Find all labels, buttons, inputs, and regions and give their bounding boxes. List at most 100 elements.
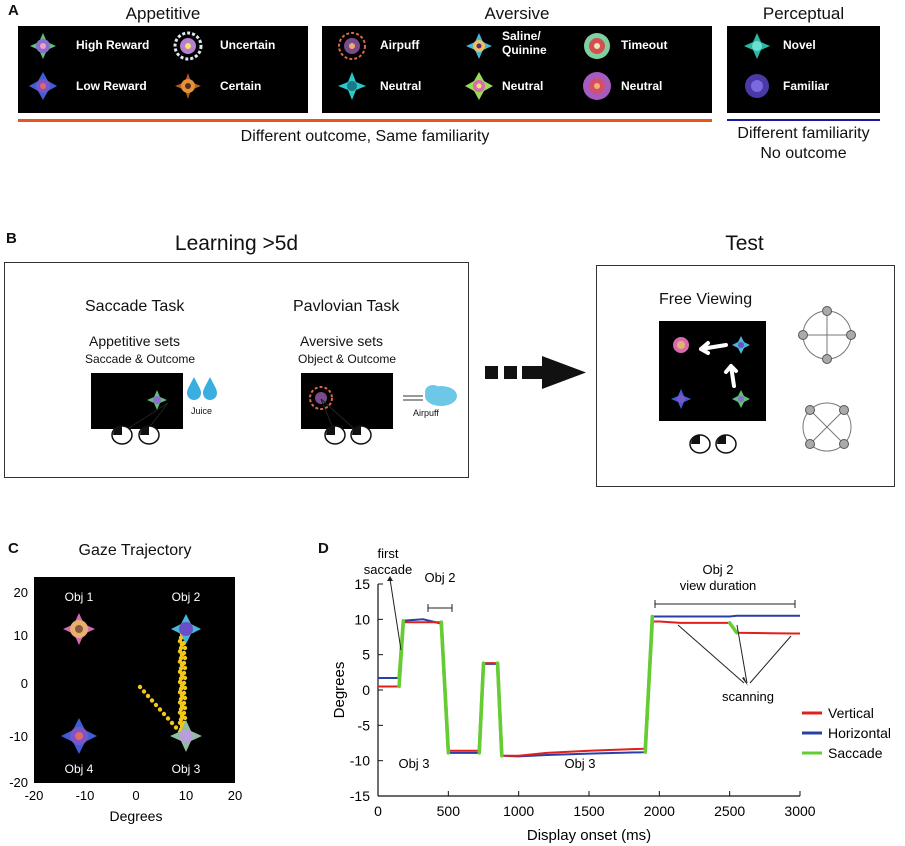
test-title: Test bbox=[725, 232, 764, 255]
gaze-point bbox=[177, 669, 183, 674]
y-tick-label: 10 bbox=[354, 611, 370, 627]
gaze-point bbox=[181, 670, 187, 676]
obj1-label: Obj 1 bbox=[65, 590, 94, 604]
aversive-sets: Aversive sets bbox=[300, 333, 383, 349]
chart-series bbox=[378, 614, 800, 758]
x-tick-label: 0 bbox=[374, 803, 382, 819]
airpuff-cloud-icon bbox=[403, 385, 457, 406]
aversive-header: Aversive bbox=[484, 4, 550, 23]
panel-d-label: D bbox=[318, 540, 329, 557]
gaze-point bbox=[145, 693, 151, 699]
y-tick-label: 0 bbox=[362, 682, 370, 698]
pavlovian-eyes-icon bbox=[320, 398, 372, 445]
gaze-point bbox=[181, 710, 187, 716]
airpuff-icon bbox=[338, 32, 366, 60]
free-viewing-title: Free Viewing bbox=[659, 291, 753, 308]
neutral-icon-1 bbox=[338, 72, 366, 100]
gaze-point bbox=[178, 686, 184, 691]
gaze-ytick-0: 0 bbox=[21, 676, 28, 691]
gaze-xlabel: Degrees bbox=[110, 808, 163, 824]
stim-label-high-reward: High Reward bbox=[76, 38, 150, 52]
gaze-point bbox=[141, 689, 147, 694]
obj2-view-label-2: view duration bbox=[680, 578, 757, 593]
gaze-xtick-0: 0 bbox=[132, 788, 139, 803]
y-tick-label: -5 bbox=[358, 717, 371, 733]
perceptual-header: Perceptual bbox=[762, 4, 845, 23]
different-familiarity-underline bbox=[727, 119, 880, 121]
free-view-obj3-icon bbox=[732, 390, 750, 408]
legend-label-horizontal: Horizontal bbox=[828, 725, 890, 741]
free-view-obj2-icon bbox=[732, 336, 750, 354]
saccade-segment bbox=[643, 614, 655, 754]
novel-icon bbox=[744, 33, 770, 59]
stim-label-novel: Novel bbox=[783, 38, 816, 52]
appetitive-header: Appetitive bbox=[125, 4, 201, 23]
scanning-arrow-3 bbox=[749, 635, 792, 684]
y-tick-label: -10 bbox=[350, 753, 370, 769]
gaze-obj2-icon bbox=[171, 614, 201, 644]
gaze-arrow-up-icon bbox=[724, 364, 738, 388]
gaze-point bbox=[181, 680, 187, 686]
gaze-point bbox=[182, 645, 188, 651]
timeout-icon bbox=[584, 33, 610, 59]
y-axis-label: Degrees bbox=[331, 662, 348, 719]
juice-drop-icon bbox=[187, 377, 217, 400]
gaze-point bbox=[169, 720, 175, 726]
scanning-label: scanning bbox=[722, 689, 774, 704]
stim-label-saline-quinine: Saline/ Quinine bbox=[502, 29, 547, 57]
gaze-plot-area bbox=[34, 577, 235, 783]
saccade-task-screen bbox=[91, 373, 183, 429]
gaze-point bbox=[177, 649, 183, 654]
y-tick-label: 5 bbox=[362, 647, 370, 663]
gaze-point bbox=[178, 717, 184, 722]
same-familiarity-underline bbox=[18, 119, 712, 122]
stim-label-certain: Certain bbox=[220, 79, 262, 93]
obj3-label: Obj 3 bbox=[172, 762, 201, 776]
stim-label-familiar: Familiar bbox=[783, 79, 830, 93]
gaze-point bbox=[178, 676, 184, 681]
perceptual-stimulus-box: Novel Familiar bbox=[727, 26, 880, 113]
x-axis-label: Display onset (ms) bbox=[527, 827, 651, 844]
object-outcome: Object & Outcome bbox=[298, 352, 397, 366]
panel-c-label: C bbox=[8, 540, 19, 557]
gaze-trajectory-plot: Obj 1 Obj 2 Obj 4 Obj 3 20 10 0 -10 -20 … bbox=[9, 577, 242, 824]
viewer-eyes-icon bbox=[689, 434, 737, 454]
gaze-ytick-20: 20 bbox=[14, 585, 28, 600]
gaze-point bbox=[181, 650, 187, 656]
saccade-task-title: Saccade Task bbox=[85, 298, 185, 315]
gaze-obj4-icon bbox=[61, 718, 97, 754]
gaze-point bbox=[178, 645, 184, 651]
gaze-xtick-neg10: -10 bbox=[76, 788, 95, 803]
gaze-point bbox=[178, 696, 184, 702]
x-tick-label: 2000 bbox=[644, 803, 675, 819]
gaze-point bbox=[173, 725, 179, 730]
gaze-point bbox=[182, 705, 188, 711]
obj3-mid-label: Obj 3 bbox=[564, 756, 595, 771]
airpuff-target-icon bbox=[309, 386, 333, 410]
appetitive-stimulus-box: High Reward Uncertain Low Reward Certain bbox=[18, 26, 308, 113]
gaze-point bbox=[177, 710, 183, 715]
caption-right-2: No outcome bbox=[760, 145, 847, 162]
chart-annotations: first saccade Obj 2 Obj 2 view duration … bbox=[364, 546, 796, 771]
panel-b-label: B bbox=[6, 230, 17, 247]
gaze-point bbox=[182, 675, 188, 681]
layout-plus-icon bbox=[798, 306, 856, 364]
y-tick-label: -15 bbox=[350, 788, 370, 804]
scanning-arrow-1 bbox=[677, 624, 745, 684]
gaze-point bbox=[137, 684, 143, 690]
gaze-point bbox=[177, 720, 183, 725]
gaze-xtick-20: 20 bbox=[228, 788, 242, 803]
obj2-top-label: Obj 2 bbox=[424, 570, 455, 585]
airpuff-label: Airpuff bbox=[413, 408, 439, 418]
gaze-xtick-10: 10 bbox=[179, 788, 193, 803]
learning-title: Learning >5d bbox=[174, 232, 299, 255]
saline-quinine-icon bbox=[466, 33, 492, 59]
gaze-point bbox=[161, 711, 167, 717]
gaze-point bbox=[182, 685, 188, 691]
gaze-ytick-10: 10 bbox=[14, 628, 28, 643]
gaze-point bbox=[153, 702, 159, 708]
high-reward-icon bbox=[30, 33, 56, 59]
gaze-point bbox=[177, 639, 183, 644]
first-saccade-label-1: first bbox=[378, 546, 399, 561]
